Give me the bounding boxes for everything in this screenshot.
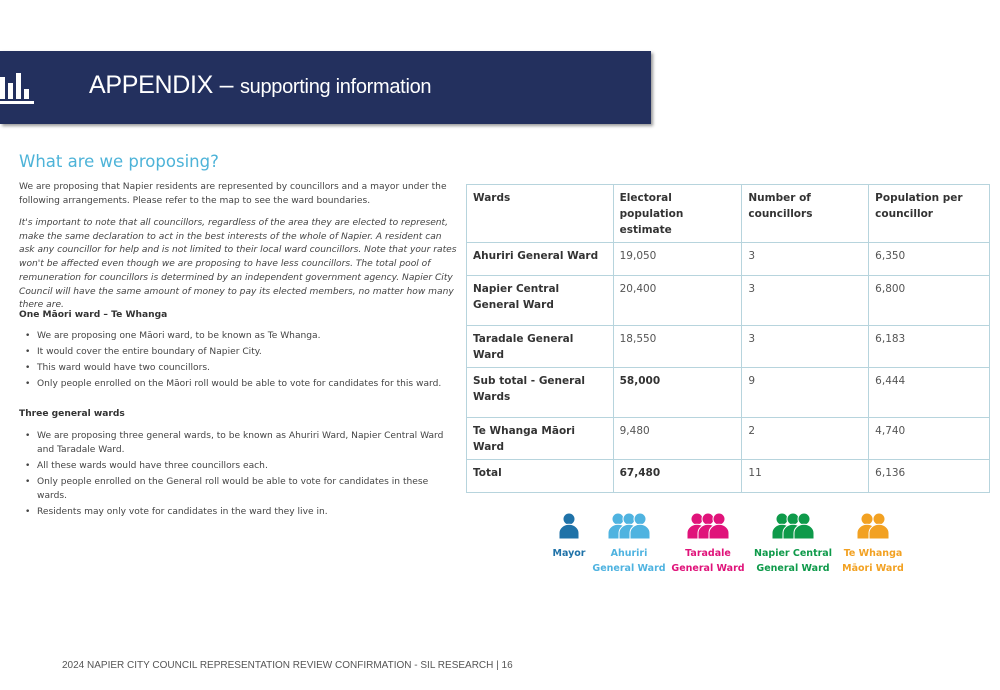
footer: 2024 NAPIER CITY COUNCIL REPRESENTATION … xyxy=(62,660,513,671)
legend-label-line1: Te Whanga xyxy=(843,548,903,559)
table-cell: 20,400 xyxy=(612,275,743,326)
general-wards-bullets: We are proposing three general wards, to… xyxy=(19,430,459,522)
bullet-item: This ward would have two councillors. xyxy=(19,362,459,376)
bullet-item: All these wards would have three council… xyxy=(19,460,459,474)
people-icon xyxy=(856,512,890,540)
table-cell: 6,350 xyxy=(868,242,990,276)
people-icon xyxy=(771,512,815,540)
table-cell: 6,800 xyxy=(868,275,990,326)
people-icon xyxy=(607,512,651,540)
table-cell: Napier Central General Ward xyxy=(466,275,614,326)
table-cell: 18,550 xyxy=(612,325,743,368)
table-cell: 6,136 xyxy=(868,459,990,493)
table-cell: 4,740 xyxy=(868,417,990,460)
bullet-item: We are proposing three general wards, to… xyxy=(19,430,459,457)
bullet-item: Residents may only vote for candidates i… xyxy=(19,506,459,520)
table-cell: 19,050 xyxy=(612,242,743,276)
column-header: Population per councillor xyxy=(868,184,990,243)
table-cell: 3 xyxy=(741,242,870,276)
legend-label-line1: Ahuriri xyxy=(610,548,648,559)
people-icon xyxy=(558,512,580,540)
bar-chart-icon xyxy=(0,73,34,104)
table-cell: Ahuriri General Ward xyxy=(466,242,614,276)
table-cell: 3 xyxy=(741,275,870,326)
column-header: Wards xyxy=(466,184,614,243)
section-heading: What are we proposing? xyxy=(19,152,219,171)
table-cell: Taradale General Ward xyxy=(466,325,614,368)
header-banner: APPENDIX – supporting information xyxy=(0,51,651,124)
table-cell: 67,480 xyxy=(612,459,743,493)
people-icon xyxy=(686,512,730,540)
table-cell: Te Whanga Māori Ward xyxy=(466,417,614,460)
page-title: APPENDIX – supporting information xyxy=(89,71,432,99)
legend-label-line1: Mayor xyxy=(552,548,586,559)
legend-label-line1: Napier Central xyxy=(754,548,832,559)
table-cell: 9 xyxy=(741,367,870,418)
intro-text: We are proposing that Napier residents a… xyxy=(19,182,447,206)
legend-item: Mayor xyxy=(524,512,614,561)
legend-label-line2: General Ward xyxy=(756,563,830,574)
legend-label-line2: General Ward xyxy=(671,563,745,574)
table-cell: 2 xyxy=(741,417,870,460)
table-cell: Total xyxy=(466,459,614,493)
bullet-item: Only people enrolled on the Māori roll w… xyxy=(19,378,459,392)
note-text: It's important to note that all councill… xyxy=(19,218,457,311)
table-cell: 9,480 xyxy=(612,417,743,460)
table-cell: Sub total - General Wards xyxy=(466,367,614,418)
table-cell: 58,000 xyxy=(612,367,743,418)
bullet-item: It would cover the entire boundary of Na… xyxy=(19,346,459,360)
maori-ward-heading: One Māori ward – Te Whanga xyxy=(19,310,168,320)
legend-label-line2: General Ward xyxy=(592,563,666,574)
bullet-item: Only people enrolled on the General roll… xyxy=(19,476,459,503)
maori-ward-bullets: We are proposing one Māori ward, to be k… xyxy=(19,330,459,394)
general-wards-heading: Three general wards xyxy=(19,409,125,419)
bullet-item: We are proposing one Māori ward, to be k… xyxy=(19,330,459,344)
table-cell: 6,444 xyxy=(868,367,990,418)
table-cell: 6,183 xyxy=(868,325,990,368)
legend-label-line2: Māori Ward xyxy=(842,563,904,574)
table-cell: 11 xyxy=(741,459,870,493)
legend-label-line1: Taradale xyxy=(685,548,731,559)
column-header: Number of councillors xyxy=(741,184,870,243)
table-cell: 3 xyxy=(741,325,870,368)
column-header: Electoral population estimate xyxy=(612,184,743,243)
